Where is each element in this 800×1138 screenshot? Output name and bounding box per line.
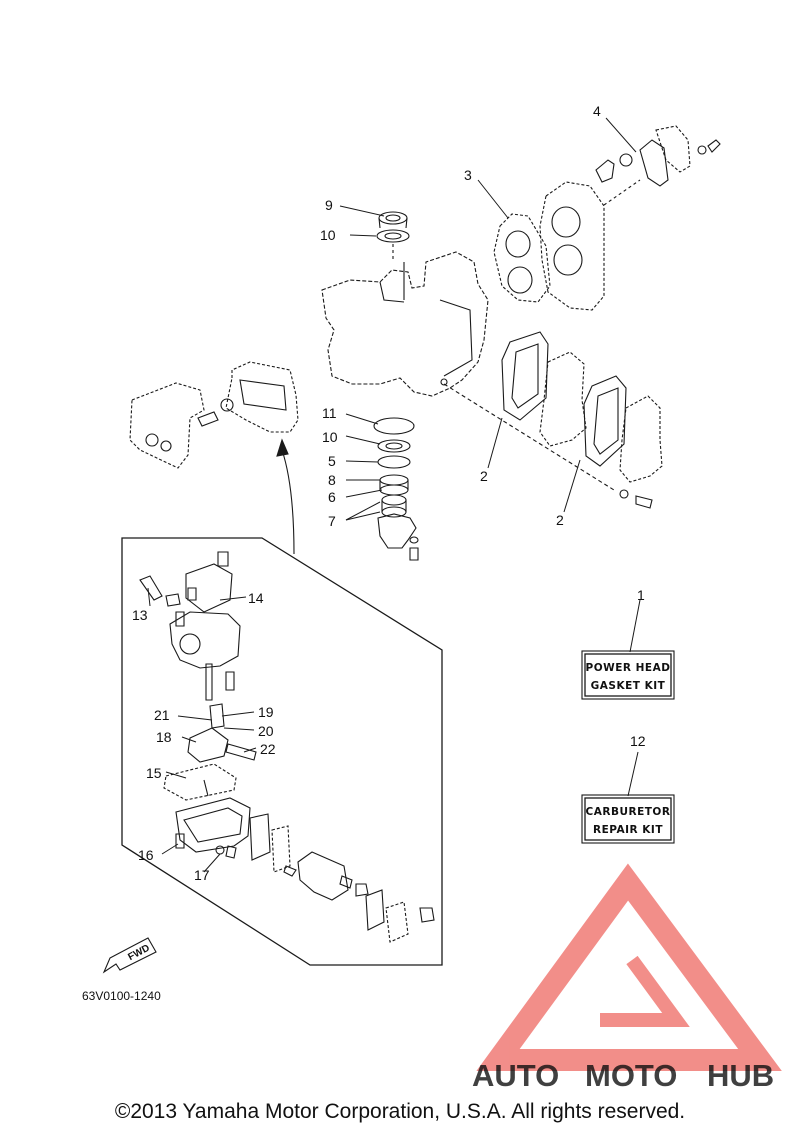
- callout-21: 21: [154, 707, 170, 723]
- callout-10a: 10: [320, 227, 336, 243]
- wordmark-auto: AUTO: [472, 1058, 559, 1093]
- wordmark-hub: HUB: [707, 1058, 774, 1093]
- callout-19: 19: [258, 704, 274, 720]
- callout-3: 3: [464, 167, 472, 183]
- callout-numbers: 1 2 2 3 4 5 6 7 8 9 10 10 11 12 13 14 15…: [132, 103, 646, 883]
- exhaust-gasket-inner: [501, 331, 587, 447]
- callout-1: 1: [637, 587, 645, 603]
- intake-silencer: [129, 361, 299, 469]
- callout-14: 14: [248, 590, 264, 606]
- cylinder-block: [321, 251, 489, 397]
- callout-17: 17: [194, 867, 210, 883]
- callout-9: 9: [325, 197, 333, 213]
- cylinder-head-gasket: [493, 213, 551, 303]
- lower-seal-stack: [373, 417, 419, 561]
- thermostat-cover: [595, 125, 721, 187]
- callout-22: 22: [260, 741, 276, 757]
- callout-8: 8: [328, 472, 336, 488]
- callout-10b: 10: [322, 429, 338, 445]
- exhaust-gasket-outer: [583, 375, 663, 509]
- callout-2b: 2: [556, 512, 564, 528]
- callout-2a: 2: [480, 468, 488, 484]
- power-head-kit-line2: GASKET KIT: [591, 680, 666, 692]
- power-head-gasket-kit-box: [584, 653, 672, 697]
- callout-18: 18: [156, 729, 172, 745]
- carburetor-repair-kit-box: [584, 797, 672, 841]
- callout-5: 5: [328, 453, 336, 469]
- callout-12: 12: [630, 733, 646, 749]
- callout-20: 20: [258, 723, 274, 739]
- power-head-kit-line1: POWER HEAD: [586, 662, 671, 674]
- automotohub-wordmark: AUTO MOTO HUB: [472, 1058, 774, 1093]
- fwd-arrow: [102, 937, 157, 974]
- carburetor: [139, 551, 435, 943]
- carburetor-kit-line2: REPAIR KIT: [593, 824, 663, 836]
- cylinder-head-cover: [539, 179, 641, 311]
- callout-15: 15: [146, 765, 162, 781]
- automotohub-logo: [476, 863, 782, 1071]
- assembly-arrow: [281, 449, 295, 555]
- callout-11: 11: [322, 405, 337, 421]
- callout-13: 13: [132, 607, 148, 623]
- copyright-notice: ©2013 Yamaha Motor Corporation, U.S.A. A…: [114, 1100, 686, 1123]
- seal-top: [376, 211, 410, 262]
- carburetor-kit-line1: CARBURETOR: [586, 806, 671, 818]
- leader-lines: [147, 117, 641, 873]
- wordmark-moto: MOTO: [585, 1058, 677, 1093]
- callout-6: 6: [328, 489, 336, 505]
- callout-16: 16: [138, 847, 154, 863]
- callout-7: 7: [328, 513, 336, 529]
- diagram-code: 63V0100-1240: [82, 989, 161, 1003]
- callout-4: 4: [593, 103, 601, 119]
- carburetor-detail-frame: [121, 537, 443, 966]
